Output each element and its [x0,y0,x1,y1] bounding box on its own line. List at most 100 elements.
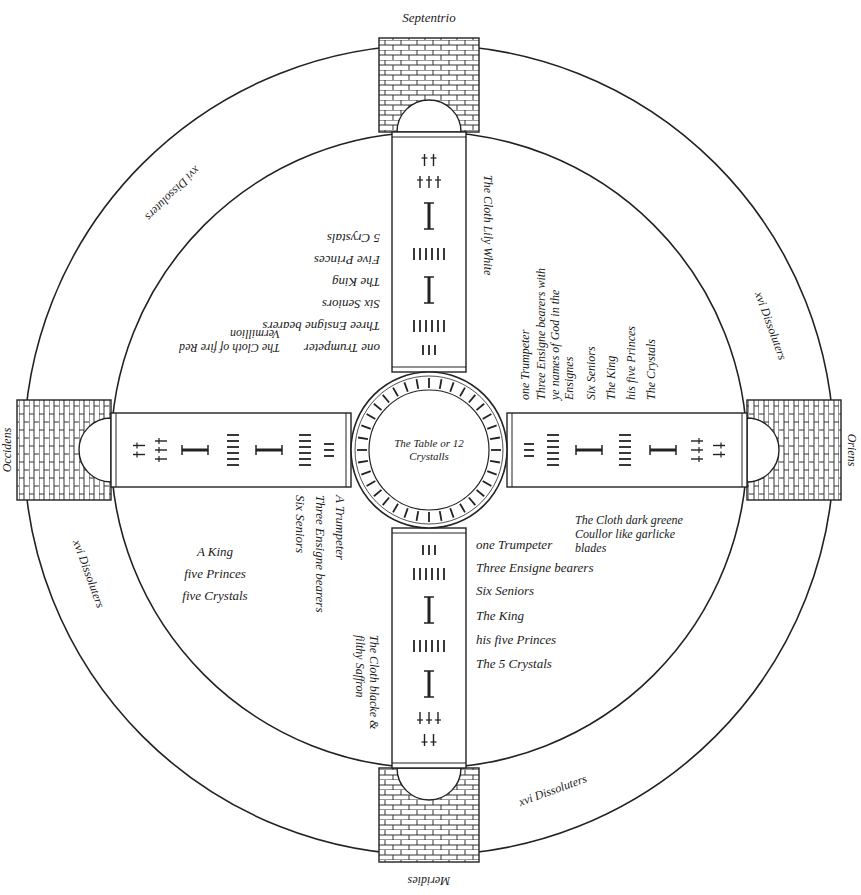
crystal-mark [698,438,699,444]
quarter-name: Meridies [408,873,451,887]
crystal-mark [155,449,167,450]
gate-arch [79,418,111,482]
arm-band [507,413,747,487]
crystal-mark [426,179,432,180]
arm-end-line [742,413,743,487]
ring-mark [491,449,501,451]
ring-mark [416,511,418,521]
king-mark [424,622,434,624]
figure-mark [324,455,334,457]
arm-start-line [512,413,513,487]
figure-mark [547,464,559,466]
crystal-mark [133,445,145,446]
figure-mark [425,248,427,260]
figure-mark [413,568,415,580]
crystal-mark [419,176,420,188]
crystal-mark [713,445,725,446]
figure-mark [619,446,631,448]
figure-mark [434,545,436,555]
figure-mark [428,545,430,555]
ring-mark [460,388,465,397]
ring-mark [361,425,370,428]
king-mark [675,445,677,455]
figure-mark [619,464,631,466]
ring-mark [483,481,492,486]
procession-label: Five Princes [230,253,380,268]
figure-mark [413,248,415,260]
procession-label: The Cloth Lily White [480,175,494,315]
ring-marks [357,378,501,522]
crystal-mark [435,179,441,180]
figure-mark [437,248,439,260]
procession-label: The Cloth blacke & filthy Saffron [352,635,380,745]
king-mark [424,228,434,230]
figure-mark [227,434,239,436]
king-mark [207,445,209,455]
figure-mark [443,568,445,580]
crystal-mark [437,712,438,724]
crystal-mark [698,447,699,453]
king-mark [181,445,183,455]
king-mark [428,277,431,303]
procession-label: The King [605,260,619,400]
figure-mark [443,248,445,260]
ring-mark [374,490,382,496]
gate-bricks [17,400,111,500]
ring-mark [404,382,407,391]
crystal-mark [419,712,420,724]
inner-circle [111,132,747,768]
king-mark [424,696,434,698]
dissolutors-label: xvi Dissoluters [751,290,788,362]
ring-mark [383,497,389,505]
crystal-mark [426,719,432,720]
figure-mark [443,320,445,332]
crystal-mark [424,154,425,166]
figure-mark [437,568,439,580]
outer-circle [24,45,834,855]
procession-label: The King [230,275,380,290]
ring-mark [490,461,500,463]
figure-mark [547,440,559,442]
quarter-name: Oriens [844,434,858,467]
ring-mark [483,414,492,419]
crystal-mark [155,440,167,441]
procession-label: one Trumpeter [519,260,533,400]
ring-outer [351,372,507,528]
figure-mark [299,446,311,448]
ring-mark [393,388,398,397]
procession-label: The King [476,609,524,624]
king-mark [424,596,434,598]
figure-mark [431,640,433,652]
ring-mark [460,504,465,513]
procession-label: Three Ensigne bearers [476,561,593,576]
crystal-mark [422,741,428,742]
figure-mark [425,320,427,332]
crystal-mark [417,719,423,720]
ring-mark [487,471,496,474]
ring-mark [358,461,368,463]
dissolutors-label: xvi Dissoluters [517,772,589,809]
crystal-mark [691,449,703,450]
ring-mark [428,378,430,388]
gate-arch [397,768,461,800]
arm-band [392,132,466,372]
ring-mark [469,395,475,403]
procession-label: his five Princes [625,260,639,400]
king-mark [255,445,257,455]
king-mark [182,449,208,452]
procession-label: Six Seniors [476,584,534,599]
arm-start-line [392,533,466,534]
ring-mark [490,437,500,439]
ring-mark [374,404,382,410]
figure-mark [227,464,239,466]
figure-mark [524,455,534,457]
crystal-mark [431,741,437,742]
figure-mark [524,449,534,451]
crystal-mark [158,447,159,453]
figure-mark [227,452,239,454]
king-mark [424,276,434,278]
figure-mark [419,640,421,652]
quarter [17,400,351,500]
king-mark [424,670,434,672]
crystal-mark [424,734,425,746]
